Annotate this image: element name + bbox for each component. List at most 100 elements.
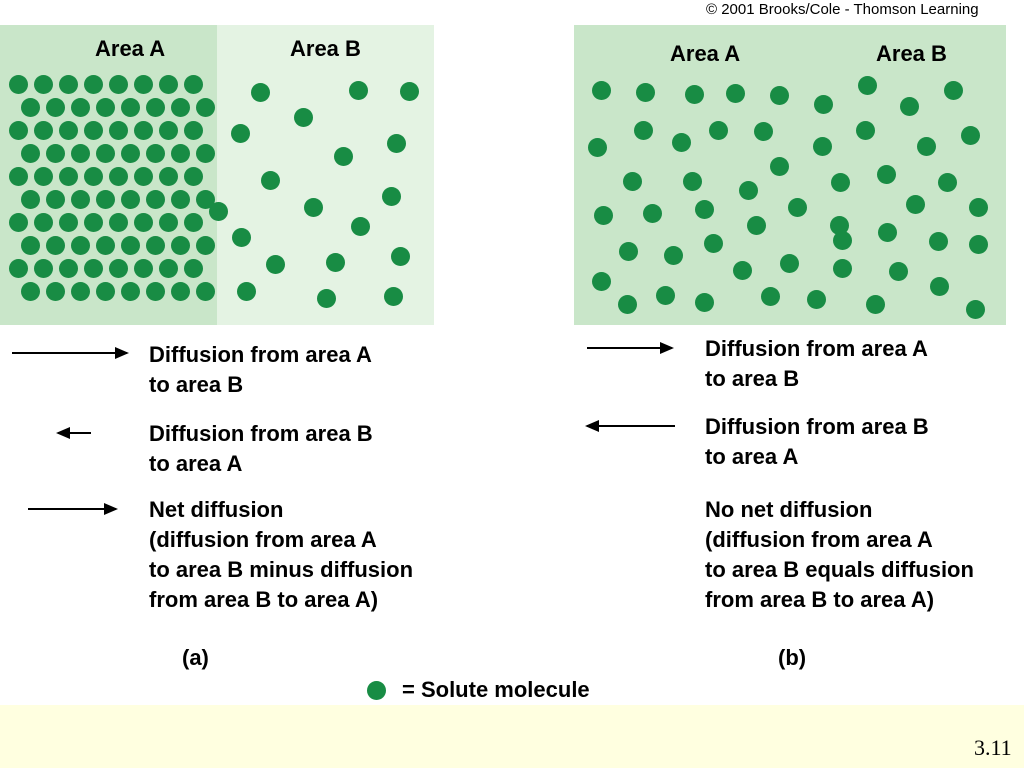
- solute-molecule-dot: [623, 172, 642, 191]
- solute-molecule-dot: [317, 289, 336, 308]
- solute-molecule-dot: [664, 246, 683, 265]
- solute-molecule-dot: [84, 259, 103, 278]
- solute-molecule-dot: [938, 173, 957, 192]
- solute-molecule-dot: [251, 83, 270, 102]
- solute-molecule-dot: [71, 144, 90, 163]
- solute-molecule-dot: [84, 167, 103, 186]
- solute-molecule-dot: [171, 98, 190, 117]
- solute-molecule-dot: [594, 206, 613, 225]
- solute-molecule-dot: [196, 236, 215, 255]
- solute-molecule-dot: [59, 75, 78, 94]
- arrow-b-to-a: [585, 420, 675, 432]
- solute-molecule-dot: [889, 262, 908, 281]
- solute-molecule-dot: [231, 124, 250, 143]
- solute-molecule-dot: [96, 190, 115, 209]
- solute-molecule-dot: [21, 190, 40, 209]
- legend-text: = Solute molecule: [402, 677, 590, 702]
- solute-molecule-dot: [877, 165, 896, 184]
- panel-a-area-a-label: Area A: [95, 36, 166, 61]
- arrow-b-to-a-short: [56, 427, 91, 439]
- solute-molecule-dot: [159, 167, 178, 186]
- solute-molecule-dot: [969, 235, 988, 254]
- solute-molecule-dot: [96, 98, 115, 117]
- solute-molecule-dot: [592, 272, 611, 291]
- solute-molecule-dot: [146, 282, 165, 301]
- solute-molecule-dot: [34, 213, 53, 232]
- solute-molecule-dot: [788, 198, 807, 217]
- solute-molecule-dot: [813, 137, 832, 156]
- solute-molecule-dot: [134, 213, 153, 232]
- solute-molecule-dot: [109, 213, 128, 232]
- solute-molecule-dot: [747, 216, 766, 235]
- solute-molecule-dot: [159, 213, 178, 232]
- solute-molecule-dot: [770, 86, 789, 105]
- solute-molecule-dot: [261, 171, 280, 190]
- solute-molecule-dot: [384, 287, 403, 306]
- solute-molecule-dot: [858, 76, 877, 95]
- solute-molecule-dot: [171, 236, 190, 255]
- solute-molecule-dot: [878, 223, 897, 242]
- solute-molecule-dot: [695, 200, 714, 219]
- solute-molecule-dot: [739, 181, 758, 200]
- panel-b-caption-no-net: No net diffusion (diffusion from area A …: [705, 497, 974, 612]
- solute-molecule-dot: [944, 81, 963, 100]
- solute-molecule-dot: [71, 98, 90, 117]
- slide: © 2001 Brooks/Cole - Thomson Learning Ar…: [0, 0, 1024, 705]
- solute-molecule-dot: [171, 144, 190, 163]
- solute-molecule-dot: [121, 190, 140, 209]
- panel-b-area-a-label: Area A: [670, 41, 741, 66]
- solute-molecule-dot: [636, 83, 655, 102]
- solute-molecule-dot: [969, 198, 988, 217]
- slide-number: 3.11: [974, 735, 1012, 760]
- panel-b-caption-b-to-a: Diffusion from area B to area A: [705, 414, 929, 469]
- solute-molecule-dot: [866, 295, 885, 314]
- solute-molecule-dot: [9, 167, 28, 186]
- solute-molecule-dot: [34, 121, 53, 140]
- solute-molecule-dot: [159, 259, 178, 278]
- solute-molecule-dot: [121, 236, 140, 255]
- solute-molecule-dot: [634, 121, 653, 140]
- solute-molecule-dot: [46, 144, 65, 163]
- solute-molecule-dot: [196, 190, 215, 209]
- panel-b-area-b-label: Area B: [876, 41, 947, 66]
- solute-molecule-dot: [814, 95, 833, 114]
- solute-molecule-dot: [770, 157, 789, 176]
- solute-molecule-dot: [96, 236, 115, 255]
- solute-molecule-dot: [84, 75, 103, 94]
- arrow-a-to-b-long: [12, 347, 129, 359]
- solute-molecule-dot: [159, 121, 178, 140]
- solute-molecule-dot: [146, 190, 165, 209]
- solute-molecule-dot: [146, 98, 165, 117]
- solute-molecule-dot: [304, 198, 323, 217]
- panel-a-label: (a): [182, 645, 209, 670]
- copyright-text: © 2001 Brooks/Cole - Thomson Learning: [706, 1, 979, 18]
- solute-molecule-dot: [382, 187, 401, 206]
- solute-molecule-dot: [856, 121, 875, 140]
- solute-molecule-dot: [754, 122, 773, 141]
- solute-molecule-dot: [34, 75, 53, 94]
- panel-a-area-b-label: Area B: [290, 36, 361, 61]
- panel-a-area-b: [217, 25, 434, 325]
- solute-molecule-dot: [294, 108, 313, 127]
- solute-molecule-dot: [59, 213, 78, 232]
- panel-a-caption-b-to-a: Diffusion from area B to area A: [149, 421, 373, 476]
- solute-molecule-dot: [929, 232, 948, 251]
- solute-molecule-dot: [588, 138, 607, 157]
- solute-molecule-dot: [695, 293, 714, 312]
- solute-molecule-dot: [917, 137, 936, 156]
- solute-molecule-dot: [109, 259, 128, 278]
- solute-molecule-dot: [9, 75, 28, 94]
- solute-molecule-dot: [391, 247, 410, 266]
- solute-molecule-dot: [643, 204, 662, 223]
- solute-molecule-dot: [400, 82, 419, 101]
- solute-molecule-dot: [134, 167, 153, 186]
- solute-molecule-dot: [592, 81, 611, 100]
- solute-molecule-dot: [961, 126, 980, 145]
- solute-molecule-dot: [334, 147, 353, 166]
- solute-molecule-dot: [59, 121, 78, 140]
- solute-molecule-dot: [146, 236, 165, 255]
- arrow-a-to-b: [587, 342, 674, 354]
- legend-molecule-icon: [367, 681, 386, 700]
- solute-molecule-dot: [146, 144, 165, 163]
- solute-molecule-dot: [237, 282, 256, 301]
